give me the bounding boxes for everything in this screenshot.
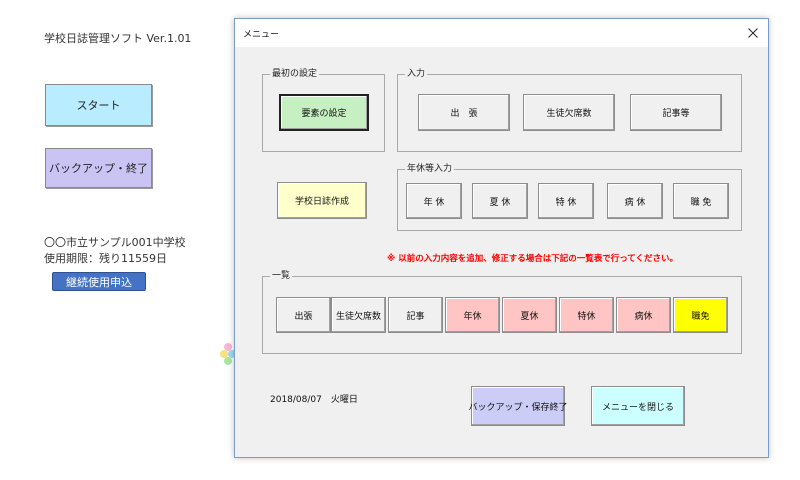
start-button[interactable]: スタート: [45, 84, 152, 126]
backup-exit-button[interactable]: バックアップ・終了: [45, 148, 152, 188]
continue-usage-button[interactable]: 継続使用申込: [52, 272, 146, 291]
input-group-label: 入力: [405, 68, 428, 80]
list-group-label: 一覧: [270, 270, 293, 282]
dialog-title: メニュー: [243, 30, 280, 40]
current-date: 2018/08/07 火曜日: [270, 395, 358, 405]
school-name: 〇〇市立サンプル001中学校: [44, 236, 186, 249]
backup-save-exit-button[interactable]: バックアップ・保存終了: [469, 386, 568, 426]
leave-sick-button[interactable]: 病 休: [607, 183, 663, 219]
list-annual-leave-button[interactable]: 年休: [445, 297, 500, 333]
list-absence-button[interactable]: 生徒欠席数: [331, 297, 386, 333]
leave-summer-button[interactable]: 夏 休: [472, 183, 528, 219]
list-exemption-button[interactable]: 職免: [673, 297, 728, 333]
close-icon: [748, 28, 758, 38]
list-group: 一覧: [262, 270, 742, 354]
leave-special-button[interactable]: 特 休: [538, 183, 594, 219]
menu-dialog: メニュー 最初の設定 要素の設定 入力 出 張 生徒欠席数 記事等 学校日誌作成…: [234, 18, 769, 458]
close-button[interactable]: [742, 23, 764, 43]
leave-input-label: 年休等入力: [405, 163, 455, 175]
dialog-titlebar[interactable]: メニュー: [235, 19, 768, 47]
clover-icon: [220, 343, 236, 367]
close-menu-button[interactable]: メニューを閉じる: [591, 386, 685, 426]
list-articles-button[interactable]: 記事: [388, 297, 443, 333]
initial-settings-group: 最初の設定: [262, 68, 385, 152]
list-business-trip-button[interactable]: 出張: [276, 297, 331, 333]
leave-exemption-button[interactable]: 職 免: [673, 183, 729, 219]
list-sick-leave-button[interactable]: 病休: [616, 297, 671, 333]
input-business-trip-button[interactable]: 出 張: [418, 94, 510, 131]
leave-input-group: 年休等入力: [397, 163, 742, 231]
input-group: 入力: [397, 68, 742, 152]
list-summer-leave-button[interactable]: 夏休: [502, 297, 557, 333]
usage-limit: 使用期限：残り11559日: [44, 252, 167, 265]
leave-annual-button[interactable]: 年 休: [406, 183, 462, 219]
input-absence-button[interactable]: 生徒欠席数: [523, 94, 615, 131]
create-school-diary-button[interactable]: 学校日誌作成: [277, 182, 367, 219]
app-title: 学校日誌管理ソフト Ver.1.01: [44, 32, 192, 45]
initial-settings-label: 最初の設定: [270, 68, 320, 80]
list-special-leave-button[interactable]: 特休: [559, 297, 614, 333]
input-articles-button[interactable]: 記事等: [630, 94, 722, 131]
notice-text: ※ 以前の入力内容を追加、修正する場合は下記の一覧表で行ってください。: [387, 254, 679, 264]
element-settings-button[interactable]: 要素の設定: [279, 94, 369, 131]
